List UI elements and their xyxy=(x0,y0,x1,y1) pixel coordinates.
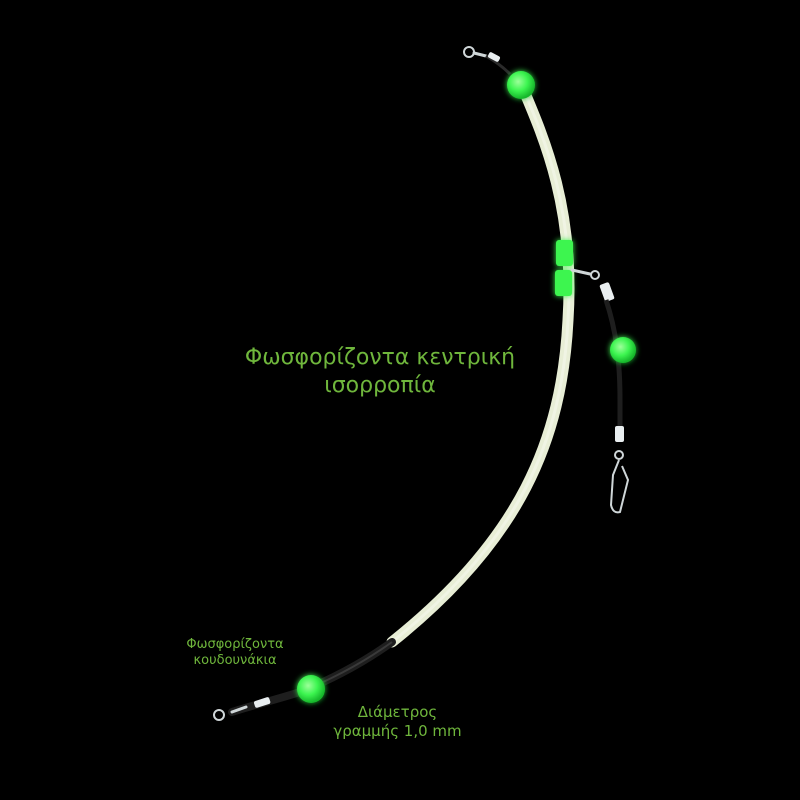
branch-line xyxy=(603,299,623,440)
luminous-balance-rod xyxy=(386,80,575,648)
glow-bead-top xyxy=(507,71,535,99)
line-diameter-label: Διάμετρος γραμμής 1,0 mm xyxy=(310,703,485,741)
center-sleeve-upper xyxy=(556,240,573,266)
branch-swivel-icon xyxy=(570,268,615,302)
snap-clip-icon xyxy=(609,450,630,514)
line-diameter-line2: γραμμής 1,0 mm xyxy=(333,721,462,740)
glow-bead-branch xyxy=(610,337,636,363)
center-balance-line2: ισορροπία xyxy=(324,372,436,398)
glow-bead-bottom xyxy=(297,675,325,703)
top-swivel-icon xyxy=(463,46,512,76)
bottom-swivel-icon xyxy=(213,697,271,721)
glow-bells-line2: κουδουνάκια xyxy=(193,653,277,669)
center-sleeve-lower xyxy=(555,270,572,296)
glow-bells-line1: Φωσφορίζοντα xyxy=(186,637,284,652)
center-balance-label: Φωσφορίζοντα κεντρική ισορροπία xyxy=(200,344,560,399)
glow-bells-label: Φωσφορίζοντα κουδουνάκια xyxy=(160,637,310,670)
center-balance-line1: Φωσφορίζοντα κεντρική xyxy=(244,345,516,370)
line-diameter-line1: Διάμετρος xyxy=(357,703,438,721)
